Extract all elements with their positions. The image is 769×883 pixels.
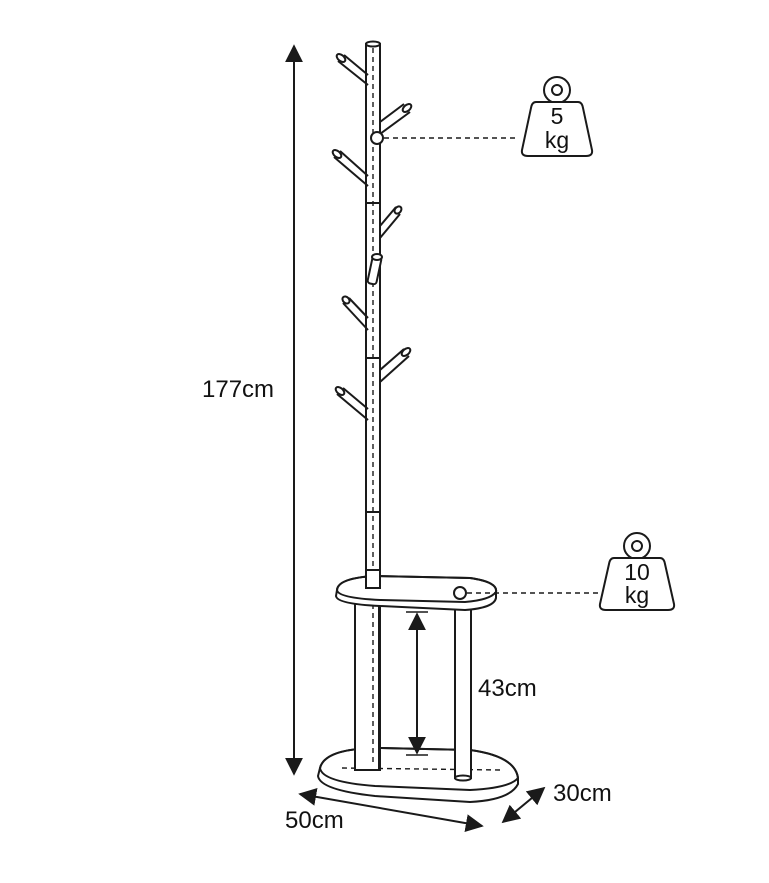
shelf-side (334, 574, 498, 612)
hooks (331, 53, 413, 421)
hook-mid-left (331, 149, 369, 187)
hook-lower-left-1 (341, 295, 369, 331)
double-arrow-icon (298, 787, 484, 833)
shelf-top (335, 574, 498, 604)
hook-front (366, 253, 383, 286)
height-dimension: 177cm (202, 44, 303, 776)
shelf-load-indicator: 10 kg (453, 532, 676, 611)
hook-lower-right (379, 347, 412, 383)
weight-icon: 5 kg (520, 76, 594, 157)
hook-load-unit: kg (545, 127, 569, 153)
base-side (316, 746, 519, 804)
rack-base (316, 746, 520, 804)
leg-right (454, 605, 472, 779)
hook-upper-right (379, 103, 413, 135)
shelf-load-point (453, 586, 467, 600)
height-label: 177cm (202, 376, 274, 403)
hook-lower-left-2 (334, 386, 369, 421)
shelf-load-value: 10 (624, 559, 650, 585)
hook-mid-right (379, 205, 403, 239)
shelf-load-unit: kg (625, 582, 649, 608)
width-label: 50cm (285, 807, 344, 834)
width-dimension: 50cm (285, 787, 484, 834)
depth-dimension: 30cm (501, 780, 612, 824)
base-top (318, 746, 520, 792)
shelf-height-dimension: 43cm (406, 611, 537, 756)
leg-left (354, 603, 380, 771)
rack-shelf (334, 569, 498, 612)
hook-load-indicator: 5 kg (370, 76, 594, 157)
hook-upper-left (335, 53, 369, 86)
shelf-legs (354, 603, 472, 782)
shelf-height-label: 43cm (478, 675, 537, 702)
pole-cap (365, 40, 381, 48)
pole-shelf-junction (365, 569, 381, 589)
hook-load-value: 5 (551, 103, 564, 129)
hook-load-point (370, 131, 384, 145)
leg-right-foot (454, 774, 472, 782)
weight-icon: 10 kg (598, 532, 676, 611)
double-arrow-icon (501, 786, 546, 824)
depth-label: 30cm (553, 780, 612, 807)
